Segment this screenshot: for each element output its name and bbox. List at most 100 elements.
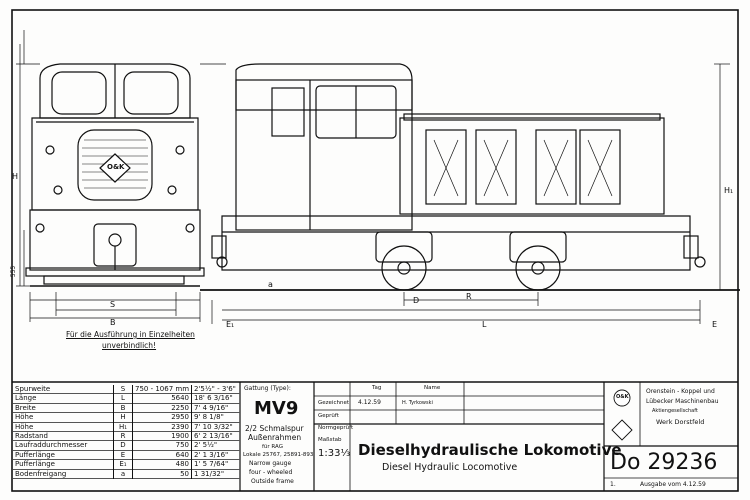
spec-name: Höhe [15, 422, 34, 431]
dim-label-l: L [482, 320, 487, 329]
spec-imperial: 2'5½" - 3'6" [194, 385, 236, 393]
spec-sym: H₁ [113, 422, 133, 432]
spec-sym: B [113, 403, 133, 413]
spec-name: Laufraddurchmesser [15, 441, 88, 450]
spec-imperial: 2' 1 3/16" [194, 450, 229, 459]
type-line-2: Außenrahmen [248, 433, 302, 442]
dim-label-h: H [12, 172, 19, 181]
approval-date: 4.12.59 [358, 399, 381, 406]
type-line-5: Narrow gauge [249, 460, 292, 467]
spec-metric: 1900 [132, 431, 193, 441]
company-logo-label: O&K [616, 394, 629, 400]
spec-name: Pufferlänge [15, 450, 55, 459]
spec-metric: 2950 [132, 412, 193, 423]
approval-drawn: Gezeichnet [318, 400, 349, 406]
spec-name: Breite [15, 403, 36, 412]
drawing-note-line-2: unverbindlich! [102, 341, 157, 350]
drawing-number: Do 29236 [610, 450, 718, 475]
spec-name: Bodenfreigang [15, 469, 67, 478]
edition-text: Ausgabe vom 4.12.59 [640, 481, 706, 488]
spec-metric: 640 [132, 450, 193, 460]
front-view [25, 63, 205, 287]
spec-imperial: 1' 5 7/64" [194, 460, 229, 469]
type-line-4: Lokale 25767, 25891-893 [243, 452, 314, 458]
approval-name: H. Tyrkowski [402, 400, 433, 406]
spec-sym: R [113, 431, 133, 441]
spec-name: Höhe [15, 413, 34, 422]
type-label: Gattung (Type): [244, 385, 291, 392]
spec-imperial: 6' 2 13/16" [194, 432, 233, 441]
spec-name: Pufferlänge [15, 460, 55, 469]
spec-sym: E [113, 450, 133, 460]
company-line-2: Lübecker Maschinenbau [646, 398, 719, 405]
spec-metric: 750 - 1067 mm [132, 385, 193, 394]
front-badge-label: O&K [107, 163, 125, 171]
spec-name: Radstand [15, 432, 49, 441]
approval-checked: Geprüft [318, 413, 339, 419]
dim-label-a: a [268, 280, 273, 289]
type-line-1: 2/2 Schmalspur [245, 424, 304, 433]
spec-metric: 50 [132, 469, 193, 479]
side-dimensions [200, 63, 730, 324]
drawing-note-line-1: Für die Ausführung in Einzelheiten [66, 330, 195, 339]
dim-label-b: B [110, 318, 116, 327]
spec-imperial: 2' 5½" [194, 441, 218, 450]
spec-name: Spurweite [15, 385, 51, 393]
scale-value: 1:33⅓ [318, 448, 351, 459]
buffer-height-label: 555 [10, 265, 18, 278]
title-english: Diesel Hydraulic Locomotive [382, 462, 518, 473]
spec-sym: L [113, 393, 133, 404]
spec-imperial: 7' 4 9/16" [194, 403, 229, 412]
spec-name: Länge [15, 394, 37, 403]
type-line-7: Outside frame [251, 478, 294, 485]
spec-metric: 2250 [132, 403, 193, 413]
spec-imperial: 9' 8 1/8" [194, 413, 224, 422]
spec-sym: a [113, 469, 133, 479]
title-block-grid [12, 381, 738, 491]
type-line-3: für RAG [262, 444, 283, 450]
company-line-1: Orenstein - Koppel und [646, 388, 715, 395]
dim-label-d: D [413, 296, 420, 305]
spec-metric: 2390 [132, 422, 193, 432]
spec-imperial: 18' 6 3/16" [194, 394, 233, 403]
scale-label: Maßstab [318, 437, 342, 443]
approval-norm: Normgeprüft [318, 425, 354, 431]
approval-name-header: Name [424, 385, 441, 391]
spec-sym: E₁ [113, 459, 133, 470]
spec-imperial: 7' 10 3/32" [194, 422, 233, 431]
company-logo [611, 389, 633, 441]
title-german: Dieselhydraulische Lokomotive [358, 441, 622, 459]
company-line-3: Aktiengesellschaft [652, 408, 698, 414]
company-line-4: Werk Dorstfeld [656, 418, 705, 426]
edition-number: 1. [610, 481, 616, 488]
spec-metric: 750 [132, 440, 193, 451]
spec-sym: H [113, 412, 133, 423]
type-line-6: four - wheeled [249, 469, 293, 476]
spec-sym: D [113, 440, 133, 451]
side-view [200, 63, 740, 291]
approval-date-header: Tag [372, 385, 382, 391]
spec-metric: 480 [132, 459, 193, 470]
front-dimensions [16, 30, 201, 322]
dim-label-r: R [466, 292, 472, 301]
spec-sym: S [113, 385, 133, 394]
spec-imperial: 1 31/32" [194, 469, 225, 478]
sheet-border [11, 9, 739, 492]
dim-label-e: E [712, 320, 718, 329]
front-badge [99, 153, 131, 183]
type-model: MV9 [254, 398, 299, 419]
dim-label-e1: E₁ [226, 320, 235, 329]
spec-metric: 5640 [132, 393, 193, 404]
dim-label-s: S [110, 300, 116, 309]
